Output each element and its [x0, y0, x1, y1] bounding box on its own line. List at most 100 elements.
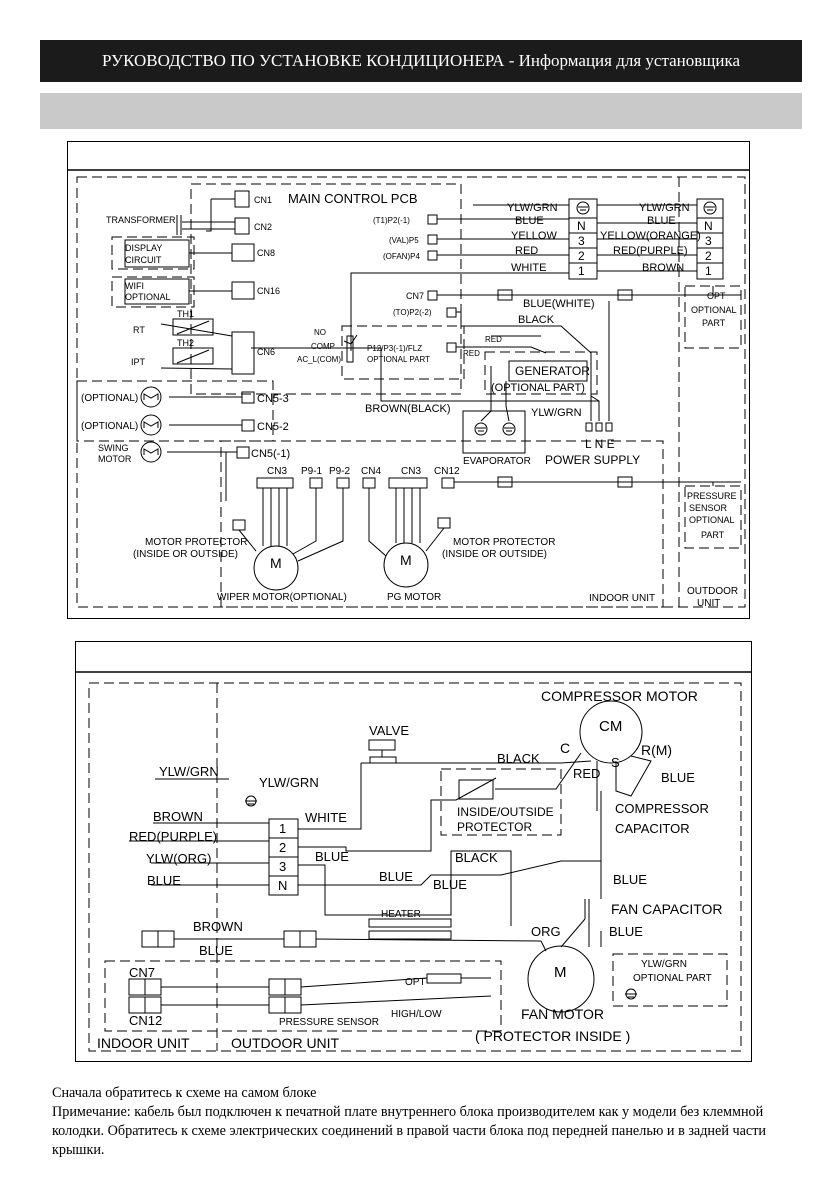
label-outdoor-2: UNIT [697, 598, 720, 609]
label-fan-capacitor: FAN CAPACITOR [611, 901, 723, 917]
label-cm: CM [599, 718, 622, 735]
wire-blue-cap: BLUE [613, 872, 647, 887]
label-lne: L N E [585, 437, 615, 451]
label-optional-1: (OPTIONAL) [81, 393, 138, 404]
label-wifi-1: WIFI [125, 281, 144, 291]
wire-outdoor-yellow: YELLOW(ORANGE) [600, 230, 701, 242]
wire-indoor-white: WHITE [511, 262, 546, 274]
wire-indoor-red: RED [515, 245, 538, 257]
terminal-outdoor-1: 1 [705, 264, 712, 278]
connector-cn7: CN7 [129, 965, 155, 980]
wire-blue-n: BLUE [433, 877, 467, 892]
terminal-3: 3 [279, 859, 286, 874]
wire-blue-white: BLUE(WHITE) [523, 298, 595, 310]
connector-cn5-3: CN5-3 [257, 393, 289, 405]
outdoor-dashed-frames [88, 682, 742, 1052]
label-motor-protector-left-2: (INSIDE OR OUTSIDE) [133, 549, 238, 560]
label-s: S [611, 755, 620, 770]
connector-cn2: CN2 [254, 222, 272, 232]
terminal-t1: (T1)P2(-1) [373, 216, 410, 225]
label-opt-1: OPT [707, 291, 726, 301]
terminal-p12-1: P12/P3(-1)/FLZ [367, 344, 422, 353]
label-opt: OPT [405, 977, 426, 988]
wire-org: ORG [531, 924, 561, 939]
connector-cn3-right: CN3 [401, 466, 421, 477]
label-rt: RT [133, 325, 145, 335]
label-motor-protector-right-2: (INSIDE OR OUTSIDE) [442, 549, 547, 560]
wire-red-1: RED [485, 335, 502, 344]
outdoor-wiring-panel: COMPRESSOR MOTOR CM C R(M) S VALVE BLACK… [75, 641, 752, 1062]
label-swing-2: MOTOR [98, 454, 132, 464]
label-compressor-motor: COMPRESSOR MOTOR [541, 688, 698, 704]
wire-ylw-grn-1: YLW/GRN [159, 764, 219, 779]
page-title: РУКОВОДСТВО ПО УСТАНОВКЕ КОНДИЦИОНЕРА - … [102, 51, 740, 70]
label-transformer: TRANSFORMER [106, 215, 176, 225]
label-pg-motor: PG MOTOR [387, 592, 441, 603]
wire-brown-2: BROWN [193, 919, 243, 934]
connector-cn5-1: CN5(-1) [251, 448, 290, 460]
switch-symbol [343, 334, 358, 345]
label-motor-protector-right-1: MOTOR PROTECTOR [453, 537, 555, 548]
label-generator-2: (OPTIONAL PART) [491, 382, 585, 394]
indoor-wiring-diagram: MAIN CONTROL PCB TRANSFORMER DISPLAY CIR… [68, 169, 749, 609]
label-high-low: HIGH/LOW [391, 1009, 442, 1020]
pg-motor-m: M [400, 552, 412, 568]
terminal-p12-2: OPTIONAL PART [367, 355, 430, 364]
label-compressor-capacitor-1: COMPRESSOR [615, 801, 709, 816]
wire-ylw-org: YLW(ORG) [146, 851, 211, 866]
terminal-outdoor-n: N [704, 219, 713, 233]
label-valve: VALVE [369, 723, 409, 738]
terminal-no: NO [314, 328, 326, 337]
label-display-1: DISPLAY [125, 243, 162, 253]
connector-cn12: CN12 [434, 466, 460, 477]
terminal-ofan: (OFAN)P4 [383, 252, 420, 261]
terminal-indoor-1: 1 [578, 264, 585, 278]
terminal-indoor-n: N [577, 219, 586, 233]
wire-white: WHITE [305, 810, 347, 825]
wire-red: RED [573, 766, 600, 781]
label-generator-1: GENERATOR [515, 364, 590, 378]
indoor-wires [251, 204, 741, 488]
label-power-supply: POWER SUPPLY [545, 453, 640, 467]
label-fan-motor-1: FAN MOTOR [521, 1006, 604, 1022]
wire-outdoor-brown: BROWN [642, 262, 684, 274]
wiper-motor-m: M [270, 555, 282, 571]
connector-cn1: CN1 [254, 195, 272, 205]
label-th2: TH2 [177, 338, 194, 348]
label-motor-protector-left-1: MOTOR PROTECTOR [145, 537, 247, 548]
wire-black: BLACK [518, 314, 555, 326]
label-heater: HEATER [381, 909, 421, 920]
label-pressure-sensor: PRESSURE SENSOR [279, 1017, 379, 1028]
wire-outdoor-red: RED(PURPLE) [613, 245, 688, 257]
connector-cn4: CN4 [361, 466, 381, 477]
wire-brown-black: BROWN(BLACK) [365, 403, 451, 415]
pcb-title: MAIN CONTROL PCB [288, 191, 418, 206]
connector-cn16: CN16 [257, 286, 280, 296]
label-pressure-2: SENSOR [689, 503, 728, 513]
connector-p9-2: P9-2 [329, 466, 351, 477]
wire-outdoor-blue: BLUE [647, 215, 676, 227]
label-protector-2: PROTECTOR [457, 820, 532, 834]
terminal-indoor-3: 3 [578, 234, 585, 248]
wire-red-purple: RED(PURPLE) [129, 829, 217, 844]
terminal-2: 2 [279, 840, 286, 855]
label-swing-1: SWING [98, 443, 129, 453]
terminal-1: 1 [279, 821, 286, 836]
wire-brown: BROWN [153, 809, 203, 824]
label-pressure-3: OPTIONAL [689, 515, 735, 525]
label-wiper-motor: WIPER MOTOR(OPTIONAL) [217, 592, 347, 603]
label-c: C [560, 740, 570, 756]
terminal-val: (VAL)P5 [389, 236, 419, 245]
connector-cn3-left: CN3 [267, 466, 287, 477]
wire-black-2: BLACK [455, 850, 498, 865]
wire-ylw-grn-ps: YLW/GRN [531, 407, 582, 419]
connector-cn7: CN7 [406, 291, 424, 301]
outdoor-wires [129, 752, 652, 1006]
connector-cn5-2: CN5-2 [257, 421, 289, 433]
connector-cn8: CN8 [257, 248, 275, 258]
outdoor-wiring-diagram: COMPRESSOR MOTOR CM C R(M) S VALVE BLACK… [76, 671, 751, 1052]
left-component-wires [140, 198, 242, 501]
motors [232, 488, 451, 591]
label-indoor-unit: INDOOR UNIT [589, 593, 655, 604]
terminal-indoor-2: 2 [578, 249, 585, 263]
